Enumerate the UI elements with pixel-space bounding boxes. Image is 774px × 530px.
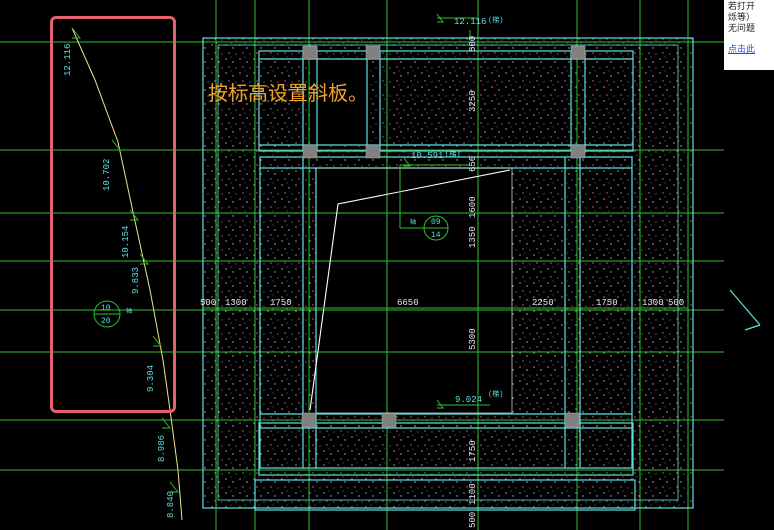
section-right-top: 09 [431, 218, 441, 227]
slab-boundary [316, 167, 513, 414]
profile-elevation-label: 8.986 [157, 435, 167, 462]
dimension-ticks [203, 13, 688, 409]
profile-elevation-label: 12.116 [63, 44, 73, 76]
notification-popup: 若打开 烁等） 无问题 点击此 [724, 0, 774, 70]
dimension-label-vertical: 500 [468, 36, 478, 52]
vertical-dimensions: 500 3250 650 1600 1350 5300 1750 1100 500 [468, 36, 478, 528]
dimension-label-horizontal: 1750 [596, 298, 618, 308]
elevation-mid: 10.591 [411, 151, 443, 161]
profile-elevation-label: 9.833 [131, 267, 141, 294]
dimension-label-horizontal: 1300 [642, 298, 664, 308]
profile-elevation-label: 10.154 [121, 226, 131, 258]
annotation-caption: 按标高设置斜板。 [208, 81, 368, 105]
elevation-top-suffix: (梯) [488, 15, 503, 25]
dimension-label-horizontal: 1300 [225, 298, 247, 308]
profile-elevation-label: 10.702 [102, 159, 112, 191]
highlight-box [50, 16, 176, 413]
horizontal-dimensions: 500 1300 1750 6650 2250 1750 1300 500 [200, 298, 684, 308]
dimension-label-vertical: 1100 [468, 483, 478, 505]
popup-line-2: 烁等） [728, 13, 756, 23]
section-right-bottom: 14 [431, 231, 441, 240]
section-left-tag: 轴 [126, 307, 132, 315]
axis-lines-vertical [215, 0, 689, 530]
dimension-label-vertical: 5300 [468, 328, 478, 350]
slope-profile [71, 27, 183, 521]
elevation-mid-suffix: (梯) [445, 149, 460, 159]
dimension-label-vertical: 3250 [468, 90, 478, 112]
dimension-label-vertical: 1600 [468, 196, 478, 218]
dimension-label-vertical: 1350 [468, 226, 478, 248]
columns [301, 45, 586, 428]
elevation-bottom: 9.024 [455, 395, 482, 405]
slope-slab-outline [309, 169, 511, 411]
section-left-top: 10 [101, 304, 111, 313]
dimension-label-vertical: 650 [468, 156, 478, 172]
dimension-label-vertical: 1750 [468, 440, 478, 462]
dimension-label-vertical: 500 [468, 512, 478, 528]
dimension-label-horizontal: 500 [200, 298, 216, 308]
section-mark-left: 10 20 轴 [93, 300, 132, 328]
dimension-label-horizontal: 500 [668, 298, 684, 308]
elevation-top: 12.116 [454, 17, 486, 27]
slab-hatch [203, 38, 693, 508]
section-right-tag: 轴 [410, 218, 416, 226]
popup-line-1: 若打开 [728, 2, 756, 12]
profile-elevation-label: 8.840 [166, 491, 176, 518]
elevation-bottom-suffix: (梯) [488, 389, 503, 399]
popup-line-3: 无问题 [728, 24, 756, 34]
section-mark-right: 09 14 轴 [410, 215, 449, 241]
dimension-label-horizontal: 6650 [397, 298, 419, 308]
axis-lines-horizontal [0, 41, 724, 471]
profile-elevation-label: 9.304 [146, 365, 156, 392]
popup-link[interactable]: 点击此 [728, 45, 756, 55]
section-left-bottom: 20 [101, 317, 111, 326]
dimension-label-horizontal: 1750 [270, 298, 292, 308]
dimension-label-horizontal: 2250 [532, 298, 554, 308]
